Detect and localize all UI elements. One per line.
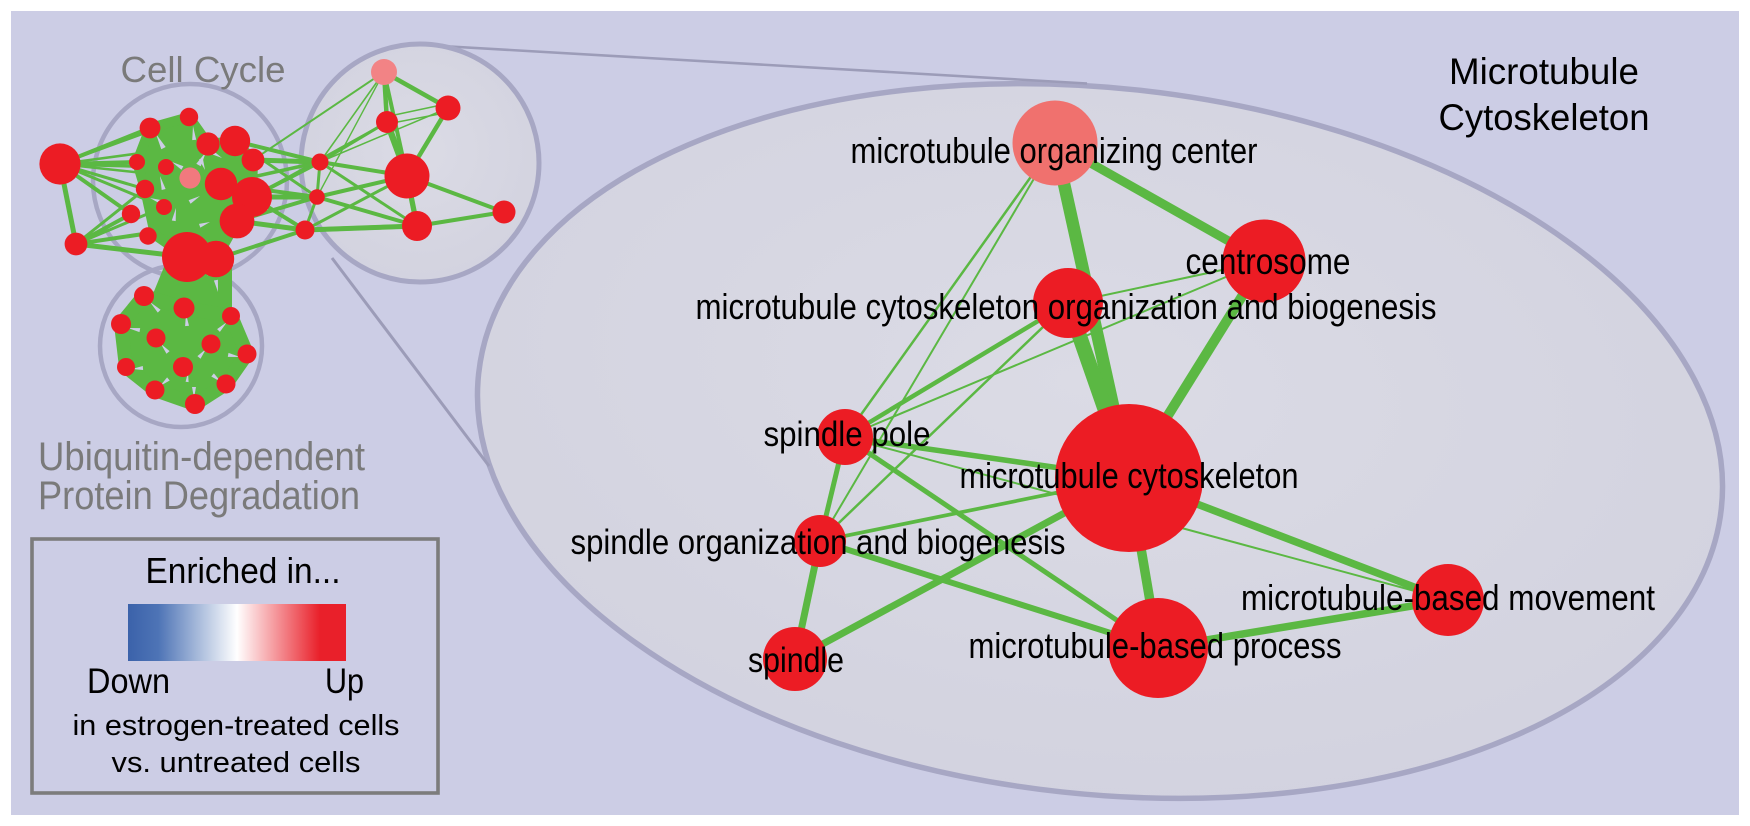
svg-text:Cytoskeleton: Cytoskeleton [1439,97,1650,138]
svg-text:in estrogen-treated cells: in estrogen-treated cells [73,710,400,742]
svg-text:spindle pole: spindle pole [764,415,931,454]
svg-text:spindle: spindle [748,641,844,680]
svg-text:Microtubule: Microtubule [1449,51,1639,92]
svg-text:microtubule cytoskeleton: microtubule cytoskeleton [960,455,1299,496]
svg-text:Protein Degradation: Protein Degradation [38,474,360,518]
svg-text:Down: Down [87,662,170,701]
svg-text:Enriched in...: Enriched in... [146,550,341,591]
svg-text:microtubule cytoskeleton organ: microtubule cytoskeleton organization an… [696,286,1437,327]
svg-text:vs. untreated cells: vs. untreated cells [112,747,361,779]
svg-text:Ubiquitin-dependent: Ubiquitin-dependent [38,435,365,479]
svg-text:centrosome: centrosome [1186,241,1351,282]
svg-text:microtubule-based movement: microtubule-based movement [1241,577,1655,618]
svg-text:Cell Cycle: Cell Cycle [121,49,286,90]
svg-text:microtubule organizing center: microtubule organizing center [851,130,1258,171]
svg-text:microtubule-based process: microtubule-based process [969,625,1342,666]
svg-text:spindle organization and bioge: spindle organization and biogenesis [571,523,1066,562]
svg-text:Up: Up [325,662,364,701]
